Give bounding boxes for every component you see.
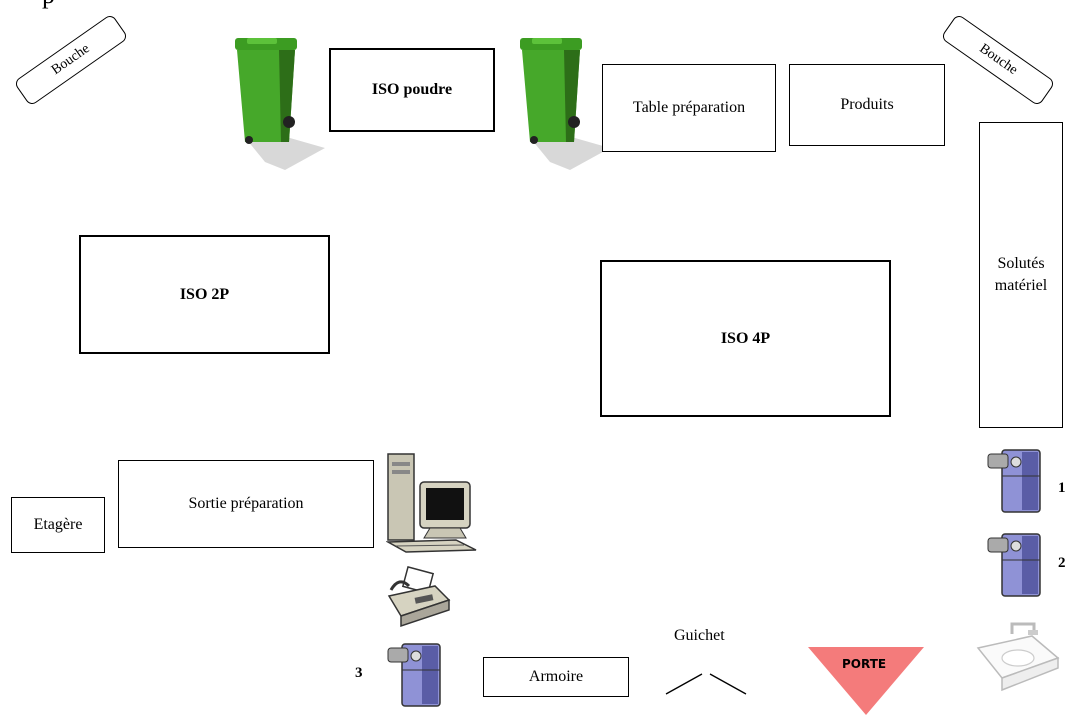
table-preparation-box: Table préparation: [602, 64, 776, 152]
iso-poudre-box: ISO poudre: [329, 48, 495, 132]
guichet-label: Guichet: [674, 627, 725, 644]
fridge-icon: [987, 533, 1041, 597]
guichet-counter-icon: [665, 673, 747, 695]
fridge-number-2: 2: [1058, 555, 1066, 571]
corner-glyph: p: [42, 0, 55, 10]
armoire-box: Armoire: [483, 657, 629, 697]
bouche-tag-right: Bouche: [940, 13, 1056, 107]
waste-bin-icon: [235, 38, 325, 170]
produits-box: Produits: [789, 64, 945, 146]
door-icon: [808, 647, 924, 715]
bouche-tag-left: Bouche: [13, 13, 129, 107]
fridge-number-1: 1: [1058, 480, 1066, 496]
waste-bin-icon: [520, 38, 610, 170]
etagere-box: Etagère: [11, 497, 105, 553]
solutes-materiel-box: Solutés matériel: [979, 122, 1063, 428]
iso-4p-box: ISO 4P: [600, 260, 891, 417]
fridge-icon: [387, 643, 441, 707]
solutes-materiel-label: Solutés matériel: [994, 255, 1048, 294]
iso-2p-box: ISO 2P: [79, 235, 330, 354]
computer-icon: [386, 453, 477, 553]
fridge-icon: [987, 449, 1041, 513]
fridge-number-3: 3: [355, 665, 363, 681]
porte-label: PORTE: [842, 657, 887, 671]
sink-icon: [976, 622, 1060, 692]
sortie-preparation-label: Sortie préparation: [188, 495, 304, 512]
sortie-preparation-box: Sortie préparation: [118, 460, 374, 548]
fax-icon: [387, 566, 451, 628]
